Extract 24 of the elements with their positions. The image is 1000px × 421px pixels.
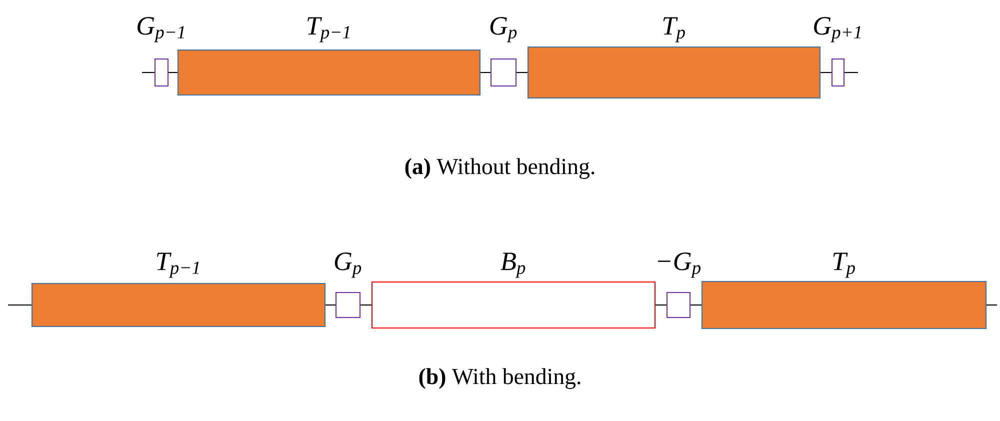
connector-line xyxy=(480,72,490,74)
symbol-label: G$_{p−1}$ xyxy=(138,17,184,42)
symbol-label: T$_{p−1}$ xyxy=(308,17,350,42)
connector-line xyxy=(656,304,666,306)
symbol-label: G$_{p+1}$ xyxy=(814,17,861,42)
connector-line xyxy=(820,72,832,74)
symbol-label: T$_{p}$ xyxy=(833,252,855,278)
symbol-label: G$_{p}$ xyxy=(334,252,362,278)
connector-line xyxy=(168,72,178,74)
connector-line xyxy=(326,304,336,306)
connector-line xyxy=(690,304,702,306)
connector-line xyxy=(986,304,997,306)
caption: (a) Without bending. xyxy=(405,158,594,179)
connector-line xyxy=(142,72,154,74)
connector-line xyxy=(360,304,372,306)
symbol-label: B$_{p}$ xyxy=(500,252,526,278)
symbol-label: G$_{p}$ xyxy=(490,17,517,42)
symbol-label: −G$_{p}$ xyxy=(658,252,701,278)
caption: (b) With bending. xyxy=(419,368,580,389)
connector-line xyxy=(844,72,858,74)
connector-line xyxy=(8,304,32,306)
symbol-label: T$_{p−1}$ xyxy=(157,252,199,278)
symbol-label: T$_{p}$ xyxy=(663,17,685,42)
connector-line xyxy=(516,72,528,74)
